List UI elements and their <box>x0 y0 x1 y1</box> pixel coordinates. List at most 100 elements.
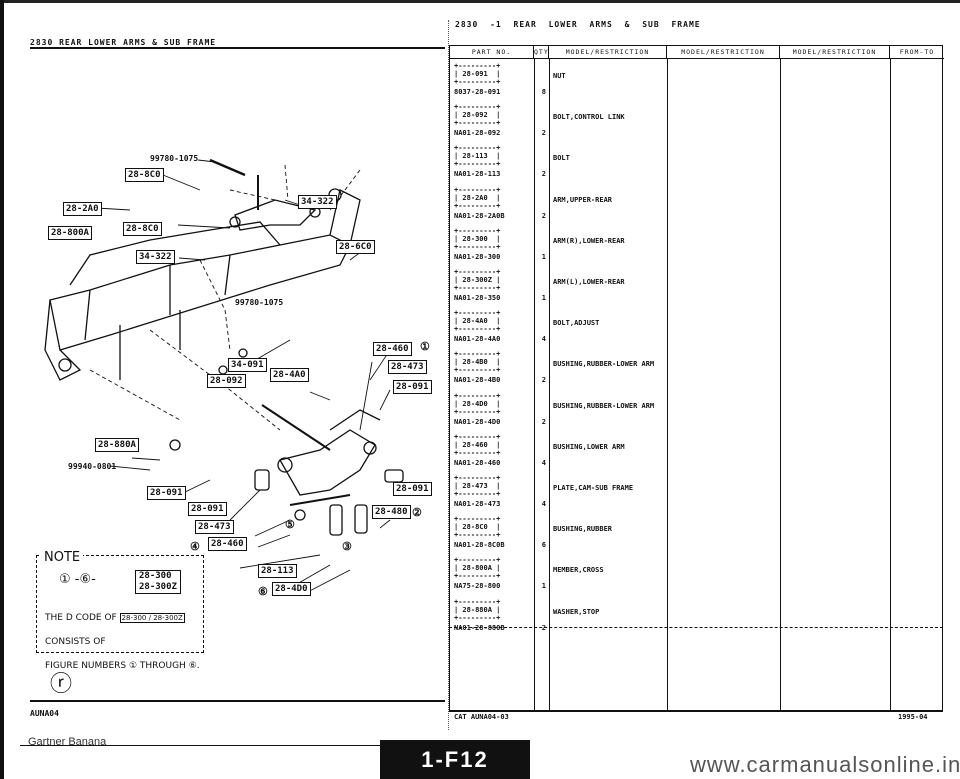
table-row: +---------+ | 28-4A0 | +---------+NA01-2… <box>450 307 944 348</box>
left-footer-code: AUNA04 <box>30 709 59 718</box>
description: BUSHING,LOWER ARM <box>553 442 625 451</box>
table-row: +---------+ | 28-8C0 | +---------+NA01-2… <box>450 513 944 554</box>
part-number: NA01-28-460 <box>454 458 501 467</box>
quantity: 4 <box>541 500 546 508</box>
code-box: 28-113 <box>258 564 297 578</box>
exploded-diagram: ⑤ ① ③ ② ④ ⑥ 99780-1075 99780-1075 99940-… <box>30 50 440 605</box>
note-inline-code: 28-300 / 28-300Z <box>119 613 185 623</box>
column-header: FROM-TO <box>890 46 944 59</box>
note-line1-tail: CONSISTS OF <box>45 637 106 647</box>
code-box: 34-322 <box>298 195 337 209</box>
description: PLATE,CAM-SUB FRAME <box>553 484 634 492</box>
callout-5: ④ <box>190 540 200 553</box>
code-box: 28-2A0 <box>63 202 102 216</box>
table-row: +---------+ | 28-2A0 | +---------+NA01-2… <box>450 184 944 225</box>
part-number: NA01-28-350 <box>454 294 501 302</box>
site-watermark: www.carmanualsonline.info <box>690 752 960 777</box>
part-number: NA01-28-4D0 <box>454 417 501 426</box>
part-number: NA01-28-2A0B <box>454 211 505 220</box>
code-box: 28-6C0 <box>336 240 375 254</box>
reference-code: +---------+ | 28-2A0 | +---------+ <box>454 185 501 210</box>
column-divider <box>780 59 781 710</box>
code-box: 28-4D0 <box>272 582 311 596</box>
reference-code: +---------+ | 28-4D0 | +---------+ <box>454 391 501 416</box>
code-box: 28-091 <box>188 502 227 516</box>
reference-code: +---------+ | 28-460 | +---------+ <box>454 432 501 457</box>
part-number: NA01-28-473 <box>454 500 501 508</box>
table-row: +---------+ | 28-4B0 | +---------+NA01-2… <box>450 348 944 389</box>
code-box: 28-091 <box>393 380 432 394</box>
callout-3: ③ <box>342 540 352 553</box>
code-box: 28-092 <box>207 374 246 388</box>
reference-code: +---------+ | 28-4B0 | +---------+ <box>454 350 501 375</box>
quantity: 2 <box>541 129 546 138</box>
code-box: 28-473 <box>388 360 427 374</box>
note-box: NOTE ① -⑥- 28-300 28-300Z THE D CODE OF … <box>36 550 204 671</box>
quantity: 2 <box>541 211 546 220</box>
reference-code: +---------+ | 28-8C0 | +---------+ <box>454 515 501 540</box>
reference-code: +---------+ | 28-300 | +---------+ <box>454 226 501 251</box>
description: NUT <box>553 72 566 80</box>
code-box: 28-473 <box>195 520 234 534</box>
code-box: 28-460 <box>208 537 247 551</box>
table-row: +---------+ | 28-4D0 | +---------+NA01-2… <box>450 390 944 431</box>
note-line1: THE D CODE OF <box>45 613 117 623</box>
column-divider <box>890 59 891 710</box>
part-number: NA01-28-4B0 <box>454 376 501 385</box>
quantity: 1 <box>541 294 546 302</box>
table-row: +---------+ | 28-300 | +---------+NA01-2… <box>450 225 944 266</box>
code-box: 28-460 <box>373 342 412 356</box>
callout-1: ⑤ <box>285 518 295 531</box>
column-divider <box>534 59 535 710</box>
description: BUSHING,RUBBER-LOWER ARM <box>553 401 655 410</box>
part-number: NA75-28-800 <box>454 582 501 591</box>
quantity: 2 <box>541 376 546 385</box>
diagram-drawing: ⑤ ① ③ ② ④ ⑥ <box>44 158 430 598</box>
table-row: +---------+ | 28-473 | +---------+NA01-2… <box>450 472 944 513</box>
code-box: 28-091 <box>147 486 186 500</box>
description: ARM(R),LOWER-REAR <box>553 236 625 245</box>
note-code: 28-300Z <box>139 582 177 592</box>
description: BOLT,CONTROL LINK <box>553 113 625 122</box>
table-end-rule <box>449 627 943 628</box>
part-number: NA01-28-8C0B <box>454 541 505 550</box>
description: WASHER,STOP <box>553 607 600 616</box>
reference-code: +---------+ | 28-092 | +---------+ <box>454 103 501 128</box>
quantity: 1 <box>541 582 546 591</box>
table-row: +---------+ | 28-092 | +---------+NA01-2… <box>450 101 944 142</box>
footer-rule <box>449 711 943 712</box>
callout-2: ① <box>420 340 430 353</box>
reference-code: +---------+ | 28-800A | +---------+ <box>454 556 501 581</box>
part-number-label: 99940-0801 <box>68 462 117 471</box>
footer-rule <box>30 700 445 702</box>
reference-code: +---------+ | 28-4A0 | +---------+ <box>454 309 501 334</box>
description: MEMBER,CROSS <box>553 566 604 575</box>
note-line2: FIGURE NUMBERS ① THROUGH ⑥. <box>45 661 200 671</box>
code-box: 28-091 <box>393 482 432 496</box>
catalog-date: 1995-04 <box>898 713 928 721</box>
quantity: 4 <box>541 335 546 344</box>
note-text: THE D CODE OF 28-300 / 28-300Z CONSISTS … <box>45 606 205 678</box>
column-header: MODEL/RESTRICTION <box>780 46 890 59</box>
quantity: 1 <box>541 252 546 261</box>
column-header: MODEL/RESTRICTION <box>667 46 780 59</box>
reference-code: +---------+ | 28-091 | +---------+ <box>454 62 501 86</box>
logo-icon: ⓡ <box>50 672 73 697</box>
description: BOLT <box>553 154 570 163</box>
right-page-header: 2830 -1 REAR LOWER ARMS & SUB FRAME <box>455 20 701 29</box>
code-box: 28-8C0 <box>125 168 164 182</box>
part-number: NA01-28-113 <box>454 170 501 179</box>
description: ARM(L),LOWER-REAR <box>553 278 625 286</box>
left-page-header: 2830 REAR LOWER ARMS & SUB FRAME <box>30 38 217 47</box>
parts-table: PART NO. QTY MODEL/RESTRICTION MODEL/RES… <box>449 45 944 711</box>
code-box: 34-322 <box>136 250 175 264</box>
callout-4: ② <box>412 506 422 519</box>
quantity: 2 <box>541 417 546 426</box>
table-row: +---------+ | 28-800A | +---------+NA75-… <box>450 554 944 595</box>
table-row: +---------+ | 28-300Z | +---------+NA01-… <box>450 266 944 307</box>
part-number: NA01-28-4A0 <box>454 335 501 344</box>
table-row: +---------+ | 28-880A | +---------+NA01-… <box>450 596 944 637</box>
part-number: NA01-28-092 <box>454 129 501 138</box>
quantity: 4 <box>541 458 546 467</box>
callout-6: ⑥ <box>258 585 268 598</box>
